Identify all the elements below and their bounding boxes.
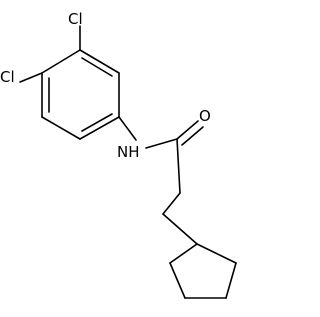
molecule-structure-diagram: Cl Cl NH O — [0, 10, 237, 299]
ring-bond-c6-c1 — [41, 49, 81, 74]
bond-ch2-cyclopentyl — [162, 213, 198, 245]
bond-ring-nitrogen — [118, 116, 137, 141]
ring-bond-c4-c5 — [41, 116, 81, 140]
cl-lower-label: Cl — [0, 68, 15, 86]
bond-ring-cl-lower — [19, 72, 43, 83]
cyclopentane-ring — [169, 243, 237, 299]
ring-double-bond-c1-c2 — [81, 57, 113, 77]
bond-carbonyl-oxygen — [176, 120, 199, 140]
ring-bond-c1-c2 — [79, 49, 120, 74]
cyclopentane-bond-1 — [196, 243, 237, 264]
cyclopentane-bond-4 — [169, 262, 186, 299]
cyclopentane-bond-5 — [169, 243, 198, 264]
bond-carbonyl-ch2 — [176, 138, 181, 194]
carbonyl-oxygen-label: O — [199, 107, 211, 125]
bond-ch2-ch2 — [162, 192, 181, 215]
cl-upper-label: Cl — [68, 10, 83, 28]
amide-nh-label: NH — [117, 143, 140, 161]
bond-nitrogen-carbonyl — [145, 138, 178, 149]
ring-double-bond-c3-c4 — [81, 113, 113, 132]
bond-carbonyl-oxygen-second — [181, 126, 204, 146]
benzene-ring — [41, 49, 120, 140]
cyclopentane-bond-2 — [225, 262, 237, 299]
ring-bond-c3-c4 — [79, 116, 120, 140]
